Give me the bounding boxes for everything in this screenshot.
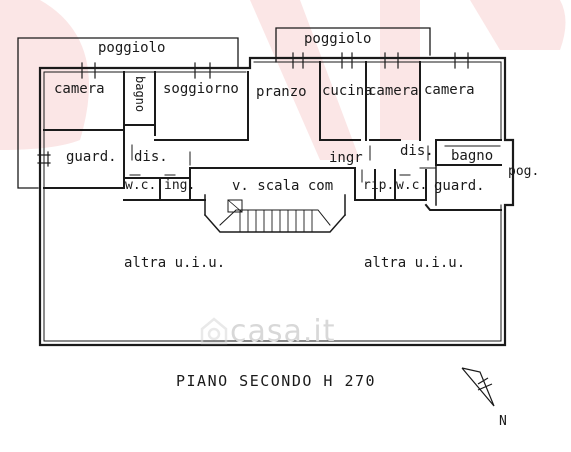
room-label-scala: v. scala com [232, 178, 334, 194]
room-label-wc-2: w.c. [396, 178, 428, 193]
room-label-wc-1: w.c. [125, 178, 157, 193]
north-label: N [499, 414, 507, 429]
watermark-text: casa.it [230, 314, 336, 349]
room-label-ing: ing. [164, 178, 196, 193]
room-label-cucina: cucina [322, 83, 373, 99]
room-label-pranzo: pranzo [256, 84, 307, 100]
north-arrow-icon [461, 367, 495, 407]
room-label-guard-2: guard. [434, 178, 485, 194]
room-label-camera-2: camera [368, 83, 419, 99]
room-label-camera-1: camera [54, 81, 105, 97]
room-label-poggiolo-left: poggiolo [98, 40, 166, 56]
balcony-right-outline [275, 27, 431, 63]
area-label-altra-left: altra u.i.u. [124, 255, 226, 271]
room-label-camera-3: camera [424, 82, 475, 98]
room-label-soggiorno: soggiorno [163, 81, 239, 97]
plan-title: PIANO SECONDO H 270 [176, 372, 377, 390]
room-label-bagno-1: bagno [133, 76, 147, 113]
outer-wall [38, 56, 515, 347]
room-label-ingr: ingr [329, 150, 363, 166]
room-label-poggiolo-right: poggiolo [304, 31, 372, 47]
room-label-pog: pog. [508, 164, 540, 179]
room-label-dis-2: dis. [400, 143, 434, 159]
casa-logo-icon [200, 317, 228, 345]
area-label-altra-right: altra u.i.u. [364, 255, 466, 271]
room-label-guard-1: guard. [66, 149, 117, 165]
room-label-rip: rip. [363, 178, 395, 193]
room-label-dis-1: dis. [134, 149, 168, 165]
room-label-bagno-2: bagno [451, 148, 494, 164]
balcony-left-outline [17, 37, 239, 189]
